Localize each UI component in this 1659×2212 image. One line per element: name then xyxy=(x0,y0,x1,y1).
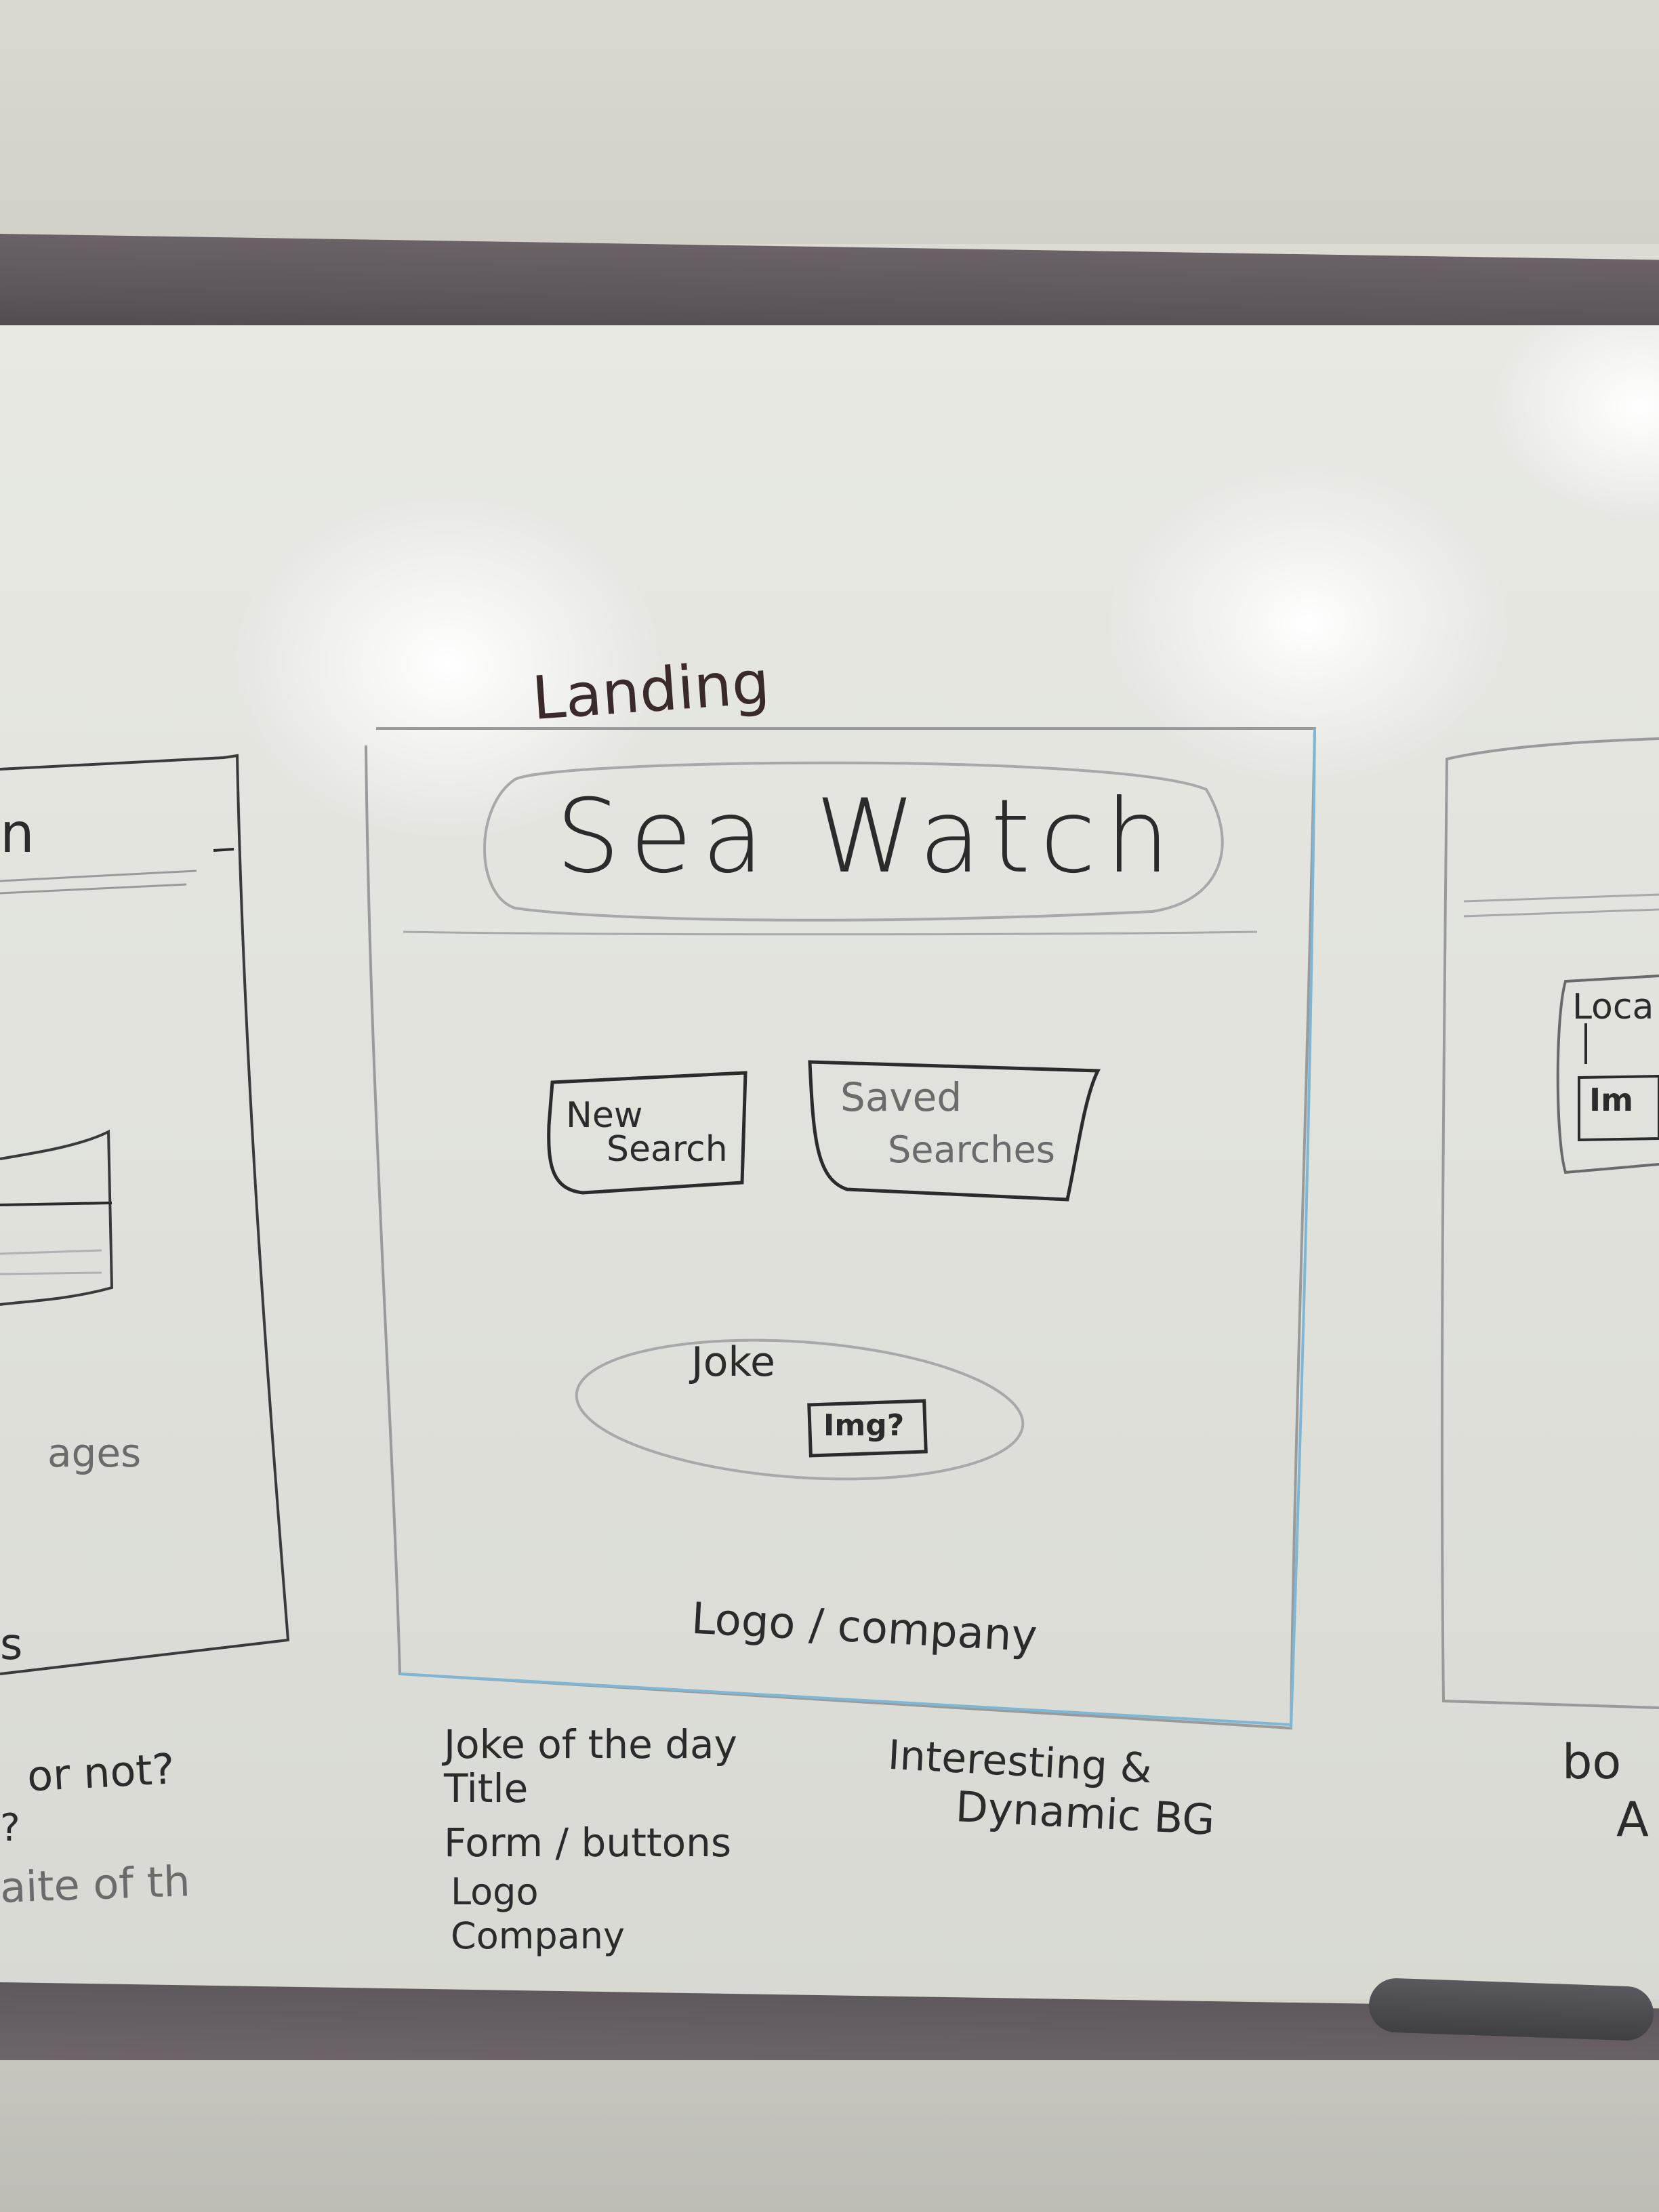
right-panel-form xyxy=(1556,975,1659,1174)
note-item: Form / buttons xyxy=(444,1820,732,1866)
title-pill xyxy=(483,761,1224,922)
wall-top xyxy=(0,0,1659,244)
new-search-line1[interactable]: New xyxy=(566,1095,643,1136)
right-panel-divider xyxy=(1463,893,1659,918)
note-item: Title xyxy=(444,1765,529,1811)
wall-bottom xyxy=(0,2060,1659,2212)
left-panel-tick xyxy=(213,848,234,852)
left-panel-widget-rows xyxy=(0,1249,102,1275)
note-item: Joke of the day xyxy=(444,1721,737,1767)
title-text: Sea Watch xyxy=(556,778,1180,896)
right-panel-note: bo xyxy=(1562,1734,1622,1790)
left-panel-widget xyxy=(0,1129,114,1306)
img-placeholder-label: Img? xyxy=(823,1408,905,1443)
img-placeholder-box xyxy=(807,1399,928,1458)
saved-searches-outline xyxy=(808,1060,1101,1202)
right-panel-field1: Loca xyxy=(1572,987,1654,1027)
saved-searches-line1[interactable]: Saved xyxy=(840,1074,962,1120)
note-item: Logo xyxy=(451,1870,539,1913)
landing-frame-blue-edge xyxy=(1290,728,1316,1729)
note-item: Dynamic BG xyxy=(954,1782,1216,1845)
right-panel-frame xyxy=(1440,737,1659,1709)
landing-heading: Landing xyxy=(529,647,772,734)
saved-searches-line2[interactable]: Searches xyxy=(888,1128,1055,1171)
left-panel-fragment-mid: ages xyxy=(47,1430,142,1476)
new-search-outline xyxy=(547,1071,747,1195)
left-panel-fragment-top: n xyxy=(0,802,35,865)
left-note-line2: ? xyxy=(0,1806,20,1850)
left-note-line1: or not? xyxy=(26,1744,176,1801)
left-panel-frame xyxy=(0,754,290,1675)
header-divider xyxy=(403,930,1258,936)
joke-label: Joke xyxy=(691,1338,775,1386)
new-search-line2[interactable]: Search xyxy=(607,1129,728,1170)
left-note-line3: aite of th xyxy=(0,1856,191,1912)
left-panel-divider xyxy=(0,869,197,895)
note-item: Company xyxy=(451,1914,625,1957)
joke-ellipse xyxy=(575,1338,1025,1481)
landing-frame-blue-bottom xyxy=(399,1673,1292,1726)
whiteboard-surface xyxy=(0,325,1659,1999)
right-panel-note2: A xyxy=(1616,1792,1649,1847)
left-panel-fragment-low: s xyxy=(0,1620,23,1670)
left-panel-widget-line xyxy=(0,1202,112,1206)
right-panel-img-field xyxy=(1578,1074,1659,1142)
right-panel-field2: Im xyxy=(1589,1082,1634,1118)
